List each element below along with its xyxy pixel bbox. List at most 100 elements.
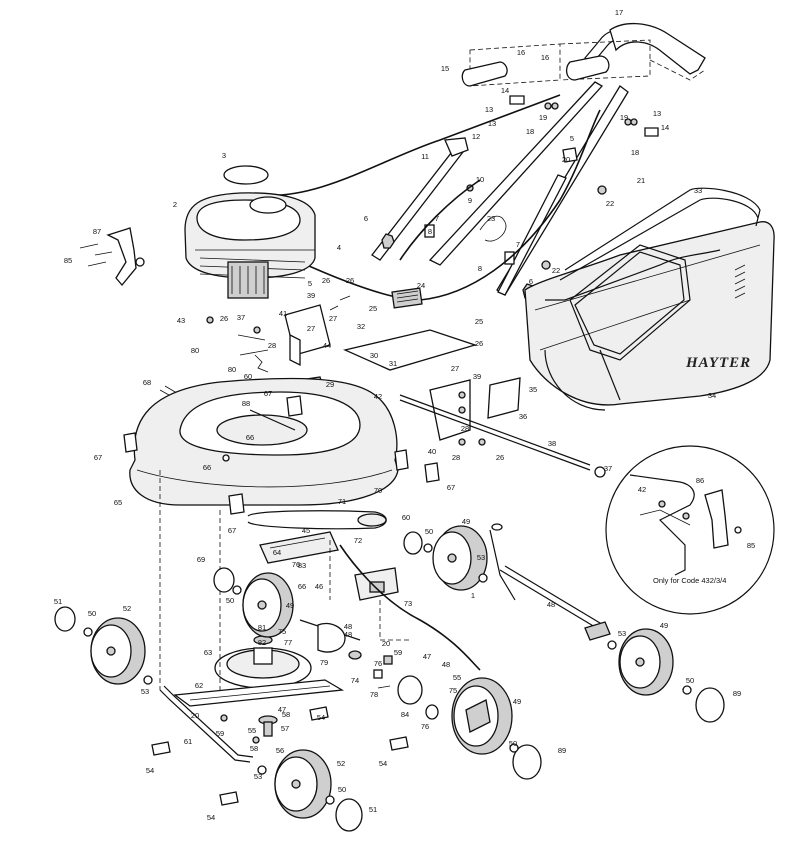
part-label: 66 xyxy=(246,433,254,442)
part-label: 1 xyxy=(471,591,475,600)
part-label: 37 xyxy=(604,464,612,473)
part-label: 50 xyxy=(88,609,96,618)
part-label: 14 xyxy=(661,123,669,132)
part-label: 77 xyxy=(284,638,292,647)
part-label: 67 xyxy=(264,389,272,398)
wheels xyxy=(54,525,725,832)
part-label: 62 xyxy=(195,681,203,690)
part-label: 76 xyxy=(374,659,382,668)
part-label: 12 xyxy=(472,132,480,141)
part-label: 82 xyxy=(258,638,266,647)
part-label: 66 xyxy=(298,582,306,591)
part-label: 44 xyxy=(323,341,331,350)
part-label: 67 xyxy=(94,453,102,462)
bracket-87 xyxy=(79,227,145,287)
part-label: 33 xyxy=(694,186,702,195)
part-label: 86 xyxy=(696,476,704,485)
part-label: 20 xyxy=(562,155,570,164)
part-label: 48 xyxy=(344,622,352,631)
part-label: 70 xyxy=(374,486,382,495)
part-label: 40 xyxy=(428,447,436,456)
part-label: 65 xyxy=(114,498,122,507)
part-label: 38 xyxy=(548,439,556,448)
part-label: 2 xyxy=(173,200,177,209)
part-label: 52 xyxy=(337,759,345,768)
rear-axle xyxy=(489,523,611,641)
part-label: 80 xyxy=(191,346,199,355)
part-label: 22 xyxy=(606,199,614,208)
part-label: 20 xyxy=(382,639,390,648)
part-label: 63 xyxy=(204,648,212,657)
part-label: 47 xyxy=(278,705,286,714)
detail-inset-circle: Only for Code 432/3/4 xyxy=(605,445,775,615)
part-label: 78 xyxy=(370,690,378,699)
part-label: 4 xyxy=(337,243,341,252)
part-label: 17 xyxy=(615,8,623,17)
part-label: 80 xyxy=(228,365,236,374)
part-label: 58 xyxy=(250,744,258,753)
part-label: 39 xyxy=(307,291,315,300)
part-label: 27 xyxy=(451,364,459,373)
part-label: 58 xyxy=(282,710,290,719)
part-label: 21 xyxy=(637,176,645,185)
part-label: 53 xyxy=(477,553,485,562)
part-label: 3 xyxy=(222,151,226,160)
part-label: 60 xyxy=(402,513,410,522)
part-label: 73 xyxy=(404,599,412,608)
part-label: 71 xyxy=(338,497,346,506)
part-label: 23 xyxy=(487,214,495,223)
part-label: 10 xyxy=(476,175,484,184)
part-label: 19 xyxy=(620,113,628,122)
part-label: 27 xyxy=(307,324,315,333)
part-label: 87 xyxy=(93,227,101,236)
part-label: 35 xyxy=(529,385,537,394)
part-label: 26 xyxy=(220,314,228,323)
grass-box: HAYTER xyxy=(524,187,775,411)
part-label: 18 xyxy=(526,127,534,136)
part-label: 85 xyxy=(64,256,72,265)
part-label: 19 xyxy=(539,113,547,122)
height-adjust-mechanism xyxy=(159,287,606,478)
part-label: 53 xyxy=(141,687,149,696)
handle-assembly xyxy=(259,22,706,301)
part-label: 81 xyxy=(258,623,266,632)
part-label: 13 xyxy=(653,109,661,118)
part-label: 50 xyxy=(338,785,346,794)
part-label: 85 xyxy=(747,541,755,550)
part-label: 43 xyxy=(177,316,185,325)
part-label: 5 xyxy=(570,134,574,143)
part-label: 25 xyxy=(369,304,377,313)
part-label: 49 xyxy=(660,621,668,630)
part-label: 57 xyxy=(281,724,289,733)
part-label: 24 xyxy=(417,281,425,290)
part-label: 42 xyxy=(638,485,646,494)
part-label: 89 xyxy=(558,746,566,755)
part-label: 30 xyxy=(370,351,378,360)
part-label: 79 xyxy=(320,658,328,667)
part-label: 20 xyxy=(191,711,199,720)
part-label: 5 xyxy=(308,279,312,288)
part-label: 76 xyxy=(421,722,429,731)
part-label: 16 xyxy=(517,48,525,57)
part-label: 83 xyxy=(298,561,306,570)
part-label: 28 xyxy=(268,341,276,350)
part-label: 53 xyxy=(618,629,626,638)
part-label: 50 xyxy=(509,739,517,748)
part-label: 53 xyxy=(254,772,262,781)
part-label: 16 xyxy=(541,53,549,62)
part-label: 8 xyxy=(428,227,432,236)
part-label: 55 xyxy=(453,673,461,682)
part-label: 50 xyxy=(686,676,694,685)
part-label: 26 xyxy=(346,276,354,285)
part-label: 89 xyxy=(733,689,741,698)
part-label: 28 xyxy=(461,424,469,433)
part-label: 31 xyxy=(389,359,397,368)
part-label: 66 xyxy=(203,463,211,472)
part-label: 49 xyxy=(286,601,294,610)
part-label: 26 xyxy=(475,339,483,348)
part-label: 14 xyxy=(501,86,509,95)
part-label: 51 xyxy=(54,597,62,606)
part-label: 8 xyxy=(478,264,482,273)
part-label: 28 xyxy=(452,453,460,462)
